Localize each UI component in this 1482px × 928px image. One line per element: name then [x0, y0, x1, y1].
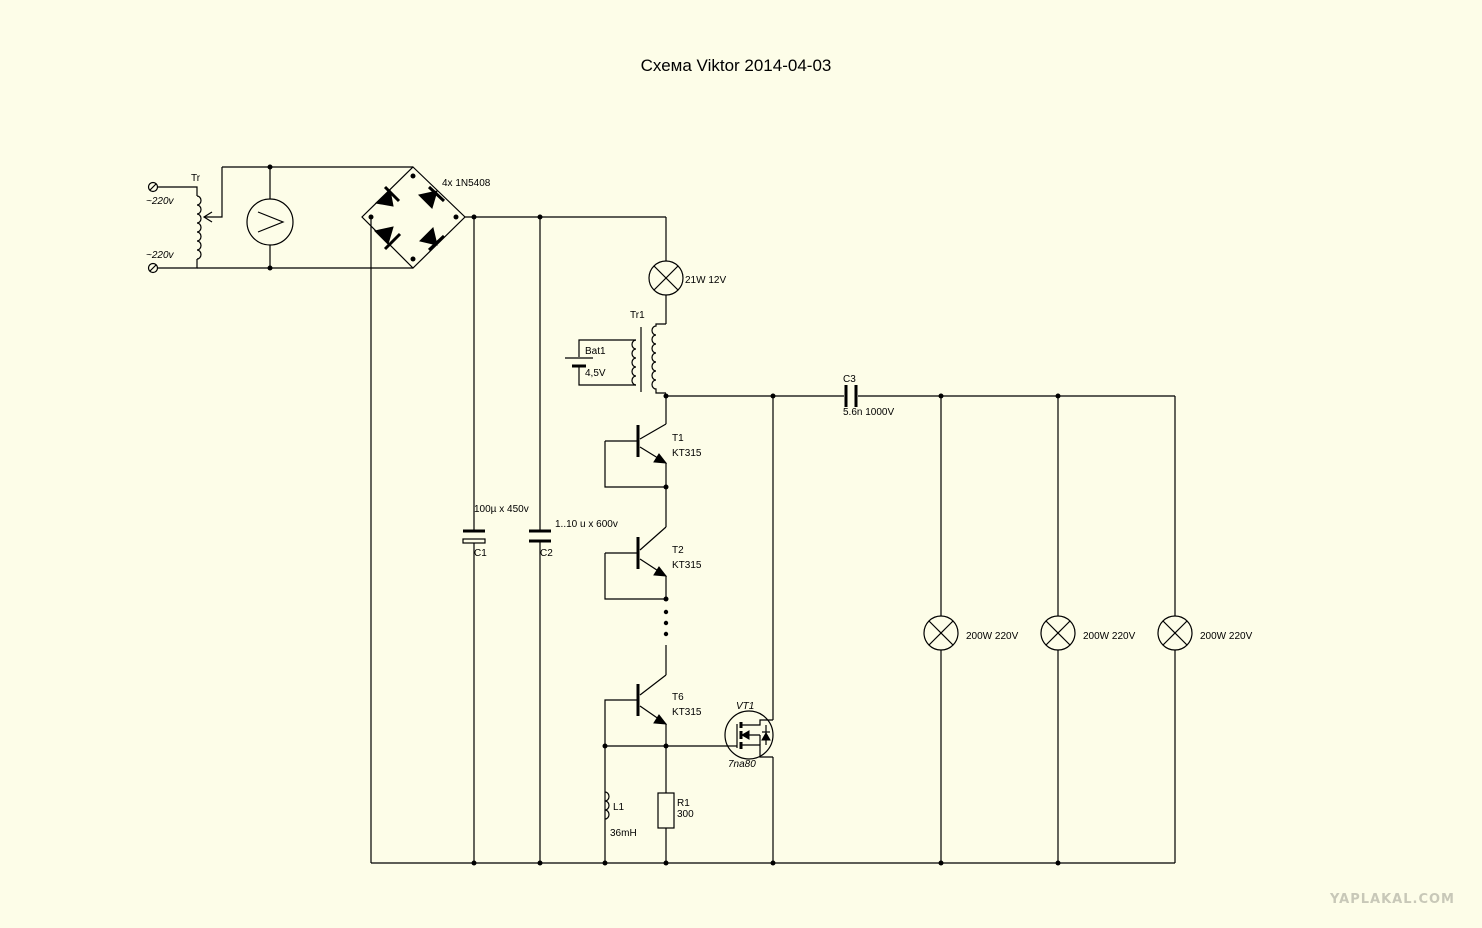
t1-name-label: T1 [672, 433, 684, 444]
t2-name-label: T2 [672, 545, 684, 556]
load-lamp-3: 200W 220V [1157, 396, 1253, 863]
tr1-label: Tr1 [630, 310, 645, 321]
diode-4 [419, 227, 446, 252]
c1-value-label: 100µ x 450v [474, 504, 529, 515]
load-lamp-2: 200W 220V [1040, 396, 1136, 866]
bridge-diodes-label: 4x 1N5408 [442, 178, 491, 189]
output-line: C3 5.6n 1000V [663, 374, 1175, 418]
r1-body [657, 792, 675, 829]
r1-name-label: R1 [677, 798, 690, 809]
c3-name-label: C3 [843, 374, 856, 385]
inductor-l1: L1 36mH [602, 791, 637, 866]
diode-2 [418, 185, 446, 209]
resistor-r1: R1 300 [657, 746, 776, 866]
tr1-secondary-coil [651, 323, 666, 394]
l1-value-label: 36mH [610, 828, 637, 839]
vt1-type-label: 7na80 [728, 759, 756, 770]
load-lamp-1-label: 200W 220V [966, 631, 1019, 642]
load-lamp-2-label: 200W 220V [1083, 631, 1136, 642]
autotransformer-coil [196, 195, 202, 260]
capacitor-c2: 1..10 u x 600v C2 [529, 217, 618, 866]
t2-type-label: KT315 [672, 560, 702, 571]
voltmeter-symbol [257, 211, 285, 233]
mains-label-top: ~220v [146, 196, 175, 207]
transformer-tr1: Tr1 Bat1 4,5V [565, 310, 666, 394]
l1-coil [604, 791, 610, 820]
voltmeter-circle [246, 198, 294, 246]
chain-continuation-dots [663, 609, 669, 675]
load-lamp-1: 200W 220V [923, 396, 1019, 866]
r1-value-label: 300 [677, 809, 694, 820]
diode-3 [374, 226, 402, 251]
t6-type-label: KT315 [672, 707, 702, 718]
mains-label-bottom: ~220v [146, 250, 175, 261]
load-lamp-3-label: 200W 220V [1200, 631, 1253, 642]
c3-value-label: 5.6n 1000V [843, 407, 894, 418]
diode-1 [374, 185, 401, 207]
transistor-t6: T6 KT315 [602, 674, 702, 863]
c1-name-label: C1 [474, 548, 487, 559]
l1-name-label: L1 [613, 802, 625, 813]
transistor-t2: T2 KT315 [604, 526, 702, 602]
c2-name-label: C2 [540, 548, 553, 559]
mosfet-vt1-circle [724, 710, 774, 760]
transistor-t1: T1 KT315 [604, 396, 702, 527]
tr1-primary-coil [631, 339, 637, 386]
battery-name-label: Bat1 [585, 346, 606, 357]
autotransformer-label: Tr [191, 173, 201, 184]
t1-type-label: KT315 [672, 448, 702, 459]
c2-value-label: 1..10 u x 600v [555, 519, 618, 530]
vt1-name-label: VT1 [736, 701, 754, 712]
mosfet-vt1: VT1 7na80 [724, 396, 774, 863]
lamp-12v: 21W 12V [648, 217, 726, 324]
t6-name-label: T6 [672, 692, 684, 703]
battery-voltage-label: 4,5V [585, 368, 606, 379]
capacitor-c1: 100µ x 450v C1 [462, 217, 529, 866]
diagram-title: Схема Viktor 2014-04-03 [641, 56, 832, 75]
watermark: YAPLAKAL.COM [1329, 892, 1455, 907]
voltmeter [197, 164, 413, 271]
mains-input: ~220v ~220v Tr [146, 167, 223, 274]
lamp-12v-label: 21W 12V [685, 275, 726, 286]
